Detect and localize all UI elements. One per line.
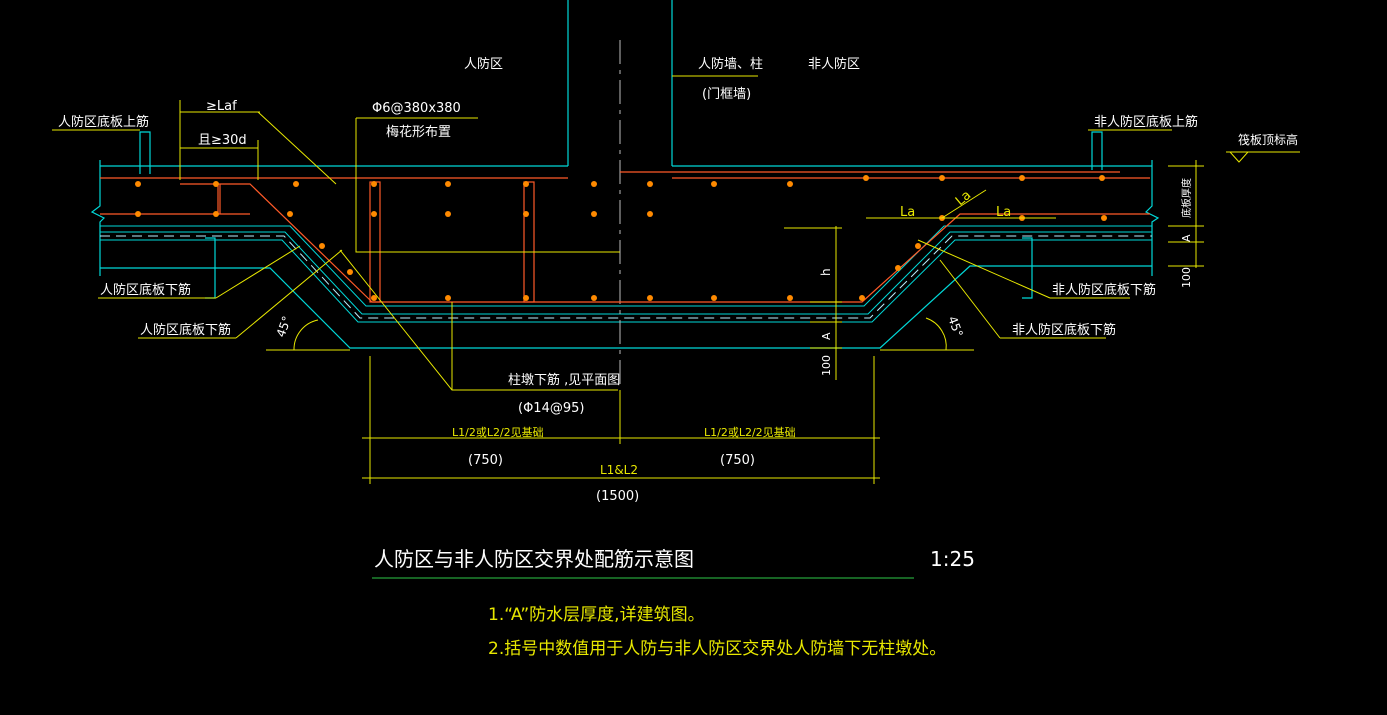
label-full-val: (1500) <box>596 489 639 504</box>
waterproof-dashes <box>100 235 1152 319</box>
label-dim-h: h <box>819 268 833 276</box>
label-raft-top-elev: 筏板顶标高 <box>1238 132 1298 147</box>
label-zone-wall: 人防墙、柱 <box>698 56 763 72</box>
label-stirrup-layout: 梅花形布置 <box>386 124 451 140</box>
drawing-scale: 1:25 <box>930 547 975 571</box>
label-zone-civil: 人防区 <box>464 56 503 72</box>
label-zone-wall-sub: (门框墙) <box>702 87 751 102</box>
label-zone-noncivil: 非人防区 <box>808 56 860 72</box>
drawing-title: 人防区与非人防区交界处配筋示意图 <box>374 547 694 571</box>
label-half-left: L1/2或L2/2见基础 <box>452 426 544 439</box>
label-bottom-bar-left: 人防区底板下筋 <box>100 282 191 298</box>
label-dim-a-bottom: A <box>820 332 833 340</box>
label-top-bar-left: 人防区底板上筋 <box>58 114 149 130</box>
concrete-outline <box>90 0 1160 349</box>
label-laf: ≥Laf <box>206 99 237 114</box>
label-angle-45-left: 45° <box>274 314 294 339</box>
label-laf-sub: 且≥30d <box>198 133 247 148</box>
rebar-dots <box>135 175 1107 301</box>
label-top-bar-right: 非人防区底板上筋 <box>1094 114 1198 130</box>
label-la-1: La <box>900 205 915 220</box>
note-1: 1.“A”防水层厚度,详建筑图。 <box>488 605 705 625</box>
rebar-lines <box>100 171 1150 303</box>
note-2: 2.括号中数值用于人防与非人防区交界处人防墙下无柱墩处。 <box>488 639 946 659</box>
leaders <box>52 75 1300 579</box>
label-dim-a-right: A <box>1180 234 1193 242</box>
label-slab-thickness: 底板厚度 <box>1180 178 1193 218</box>
label-half-left-val: (750) <box>468 453 503 468</box>
label-bottom-bar-right2: 非人防区底板下筋 <box>1012 322 1116 338</box>
label-angle-45-right: 45° <box>945 314 965 339</box>
label-half-right: L1/2或L2/2见基础 <box>704 426 796 439</box>
label-la-3: La <box>996 205 1011 220</box>
label-la-2: La <box>953 188 974 209</box>
label-pier-bar: 柱墩下筋 ,见平面图 <box>508 372 620 388</box>
label-bottom-bar-right: 非人防区底板下筋 <box>1052 282 1156 298</box>
label-dim-100-right: 100 <box>1180 267 1193 288</box>
label-stirrup-spec: Φ6@380x380 <box>372 101 461 116</box>
label-bottom-bar-left2: 人防区底板下筋 <box>140 322 231 338</box>
label-pier-bar-spec: (Φ14@95) <box>518 401 584 416</box>
label-dim-100-bottom: 100 <box>820 355 833 376</box>
label-half-right-val: (750) <box>720 453 755 468</box>
label-full: L1&L2 <box>600 463 638 477</box>
